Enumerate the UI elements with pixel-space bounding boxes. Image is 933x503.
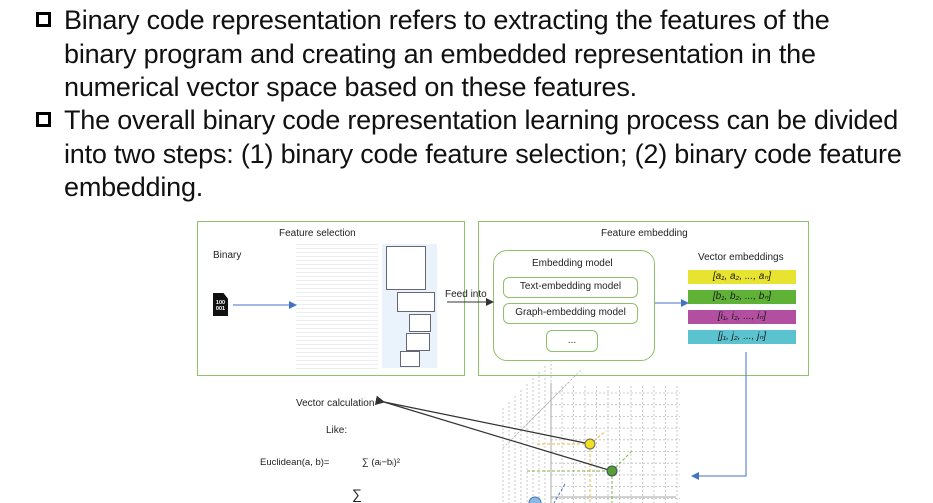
vector-a: [a₁, a₂, ..., aₙ] xyxy=(688,270,796,284)
embedding-model-title: Embedding model xyxy=(532,258,613,269)
cfg-node xyxy=(386,246,426,290)
euclidean-formula-rhs: ∑ (aᵢ−bᵢ)² xyxy=(362,457,401,468)
cfg-node xyxy=(409,314,431,332)
yellow-projection xyxy=(537,430,607,503)
blue-projection xyxy=(553,483,566,503)
disassembly-thumbnail xyxy=(296,241,378,369)
calc-link-green xyxy=(383,401,613,472)
bullet-text: Binary code representation refers to ext… xyxy=(64,5,830,102)
vectors-to-space-arrow xyxy=(691,352,747,480)
vector-space-grid xyxy=(502,360,680,503)
binary-file-line: 100 xyxy=(215,300,226,306)
feature-selection-title: Feature selection xyxy=(279,228,356,239)
vector-b: [b₁, b₂, ..., bₙ] xyxy=(688,290,796,304)
grid-line xyxy=(502,417,534,449)
binary-file-line: 001 xyxy=(215,306,226,312)
bullet-1: Binary code representation refers to ext… xyxy=(36,4,904,105)
cfg-node xyxy=(397,292,435,312)
vector-i: [i₁, i₂, ..., iₙ] xyxy=(688,310,796,324)
binary-label: Binary xyxy=(213,250,242,261)
vector-calculation-title: Vector calculation xyxy=(296,398,375,409)
bullet-text: The overall binary code representation l… xyxy=(64,105,902,202)
green-projection xyxy=(527,449,634,503)
binary-file-icon: 100 001 xyxy=(213,293,228,316)
vector-j: [j₁, j₂, ..., jₙ] xyxy=(688,330,796,344)
vector-embeddings-title: Vector embeddings xyxy=(698,252,784,263)
bullet-square-icon xyxy=(36,112,51,127)
point-yellow xyxy=(584,438,596,450)
cfg-node xyxy=(400,351,420,367)
point-green xyxy=(606,465,618,477)
text-embedding-model-box: Text-embedding model xyxy=(503,277,638,298)
bullet-2: The overall binary code representation l… xyxy=(36,104,904,205)
cfg-node xyxy=(406,333,430,351)
like-label: Like: xyxy=(326,425,348,436)
point-blue xyxy=(528,496,542,503)
calc-link-yellow xyxy=(374,395,591,445)
next-formula-sum: ∑ xyxy=(352,486,362,502)
bullet-square-icon xyxy=(36,12,51,27)
feed-into-label: Feed into xyxy=(445,289,487,300)
graph-embedding-model-box: Graph-embedding model xyxy=(503,303,638,324)
feature-embedding-title: Feature embedding xyxy=(601,228,688,239)
euclidean-formula-lhs: Euclidean(a, b)= xyxy=(260,457,330,468)
other-model-box: ... xyxy=(546,330,598,352)
